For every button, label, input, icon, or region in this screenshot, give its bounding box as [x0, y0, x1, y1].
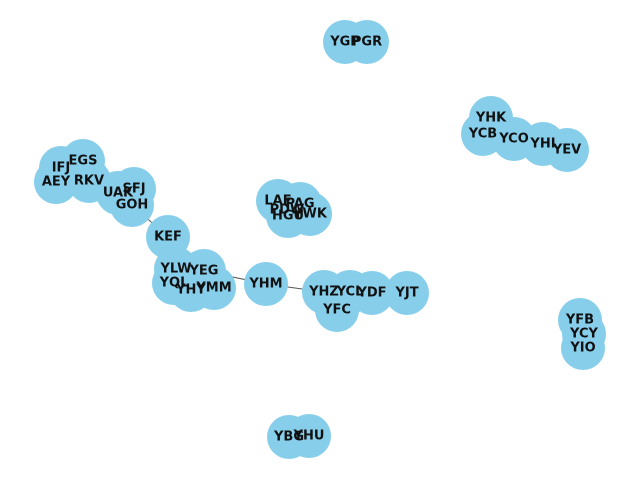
node-label-yhy: YHY	[175, 283, 206, 298]
node-label-ybg: YBG	[273, 430, 304, 445]
node-label-ywk: YWK	[292, 207, 328, 222]
node-label-yfc: YFC	[322, 303, 351, 318]
node-label-aey: AEY	[42, 175, 71, 190]
node-pgr[interactable]	[345, 20, 389, 64]
node-yev[interactable]	[545, 128, 589, 172]
node-aey[interactable]	[34, 160, 78, 204]
node-ydf[interactable]	[350, 271, 394, 315]
node-yjt[interactable]	[385, 271, 429, 315]
node-label-ycy: YCY	[569, 327, 598, 342]
node-ymm[interactable]	[192, 266, 236, 310]
node-label-yjt: YJT	[394, 286, 418, 301]
node-label-yeg: YEG	[189, 264, 219, 279]
node-label-yfb: YFB	[565, 313, 594, 328]
node-label-ymm: YMM	[195, 281, 231, 296]
node-label-pgr: PGR	[352, 35, 382, 50]
node-label-pdw: PDW	[270, 203, 305, 218]
node-goh[interactable]	[110, 183, 154, 227]
node-label-yhm: YHM	[248, 277, 282, 292]
node-label-hgu: HGU	[272, 209, 304, 224]
node-circles	[34, 20, 606, 459]
node-label-sfj: SFJ	[122, 182, 145, 197]
node-label-yql: YQL	[159, 276, 189, 291]
node-yhm[interactable]	[244, 262, 288, 306]
node-label-yhu: YHU	[293, 429, 325, 444]
node-label-ifj: IFJ	[52, 161, 71, 176]
node-label-ylw: YLW	[159, 262, 191, 277]
node-label-ydf: YDF	[356, 286, 386, 301]
node-yfc[interactable]	[315, 288, 359, 332]
node-label-rkv: RKV	[74, 174, 104, 189]
node-yio[interactable]	[561, 326, 605, 370]
node-label-kef: KEF	[154, 230, 182, 245]
node-label-ygp: YGP	[329, 35, 360, 50]
node-label-laf: LAF	[264, 194, 291, 209]
node-label-yhi: YHI	[529, 137, 555, 152]
node-label-yhk: YHK	[475, 111, 507, 126]
node-label-yco: YCO	[498, 132, 529, 147]
node-label-pag: PAG	[285, 197, 314, 212]
node-label-egs: EGS	[69, 154, 98, 169]
node-ywk[interactable]	[288, 192, 332, 236]
node-label-yev: YEV	[552, 143, 581, 158]
node-label-yhz: YHZ	[308, 285, 339, 300]
node-label-yio: YIO	[569, 341, 595, 356]
node-label-uak: UAK	[103, 186, 134, 201]
node-label-ycl: YCL	[336, 285, 364, 300]
node-label-goh: GOH	[116, 198, 149, 213]
node-yhu[interactable]	[287, 414, 331, 458]
node-label-ycb: YCB	[468, 127, 497, 142]
